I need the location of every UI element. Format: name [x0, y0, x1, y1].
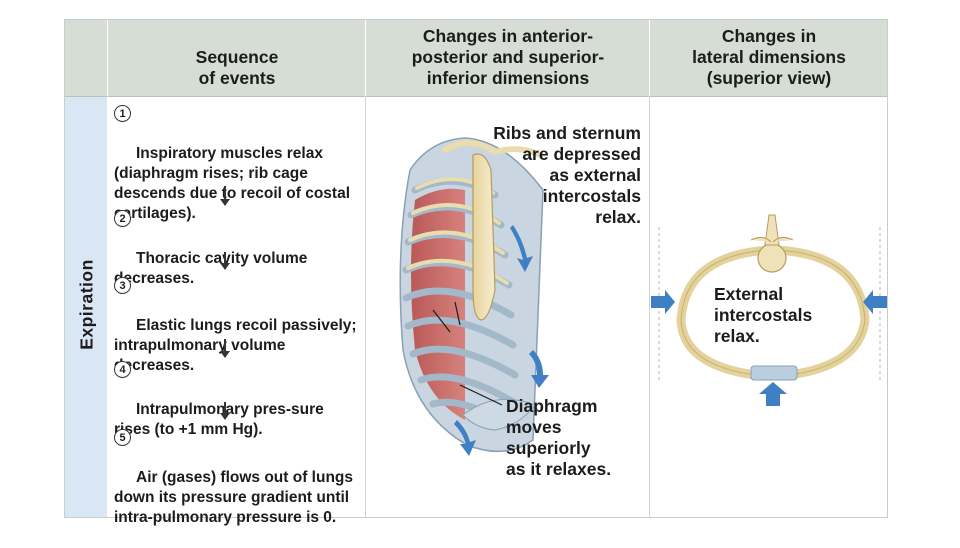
header-ap-text: Changes in anterior- posterior and super…	[411, 26, 605, 88]
annotation-diaphragm: Diaphragm moves superiorly as it relaxes…	[506, 396, 612, 479]
step-text: Inspiratory muscles relax (diaphragm ris…	[114, 145, 351, 222]
leader-line	[459, 384, 503, 406]
header-lateral-text: Changes in lateral dimensions (superior …	[692, 26, 846, 88]
upward-arrow	[759, 382, 787, 406]
header-sequence: Sequence of events	[107, 20, 365, 97]
sternum-shape	[472, 153, 496, 321]
step-4: 4 Intrapulmonary pres-sure rises (to +1 …	[114, 360, 359, 460]
sequence-arrow	[220, 252, 230, 270]
step-text: Air (gases) flows out of lungs down its …	[114, 469, 354, 526]
step-2: 2 Thoracic cavity volume decreases.	[114, 209, 359, 309]
vertebra-body	[757, 243, 787, 273]
inward-arrow-right	[863, 290, 887, 314]
rib-depression-arrow	[510, 225, 533, 272]
sequence-arrow	[220, 186, 230, 206]
lateral-arrows	[651, 290, 887, 406]
column-divider	[365, 97, 366, 517]
transverse-process	[750, 236, 794, 243]
annotation-ribs: Ribs and sternum are depressed as extern…	[493, 123, 641, 227]
expiration-band	[65, 97, 107, 517]
header-lateral: Changes in lateral dimensions (superior …	[649, 20, 887, 97]
step-number: 2	[114, 210, 131, 227]
header-sequence-text: Sequence of events	[195, 47, 279, 88]
diaphragm-arrow	[454, 420, 476, 456]
header-anterior-posterior: Changes in anterior- posterior and super…	[365, 20, 649, 97]
leader-line	[432, 309, 451, 333]
spinous-process	[764, 214, 780, 246]
header-corner	[65, 20, 107, 97]
step-1: 1 Inspiratory muscles relax (diaphragm r…	[114, 104, 359, 244]
intercostal-muscle-shape	[411, 188, 465, 420]
step-text: Elastic lungs recoil passively; intrapul…	[114, 317, 357, 374]
illustration-layer	[399, 137, 887, 456]
step-number: 5	[114, 429, 131, 446]
step-number: 4	[114, 361, 131, 378]
inward-arrow-left	[651, 290, 675, 314]
clavicle-shape	[492, 146, 543, 158]
diaphragm-shape	[462, 398, 536, 431]
step-text: Thoracic cavity volume decreases.	[114, 250, 308, 287]
step-number: 3	[114, 277, 131, 294]
sequence-arrow	[220, 402, 230, 420]
movement-arrows	[454, 225, 549, 456]
figure-frame: Sequence of events Changes in anterior- …	[64, 19, 888, 526]
leader-line	[454, 301, 461, 326]
clavicle-shape	[442, 140, 498, 155]
rib-cage-illustration	[399, 137, 544, 453]
lateral-rib-illustration	[658, 214, 881, 381]
step-5: 5 Air (gases) flows out of lungs down it…	[114, 428, 359, 548]
step-3: 3 Elastic lungs recoil passively; intrap…	[114, 276, 359, 396]
column-divider	[649, 97, 650, 517]
sequence-arrow	[220, 339, 230, 358]
annotation-lateral: External intercostals relax.	[714, 284, 813, 346]
step-text: Intrapulmonary pres-sure rises (to +1 mm…	[114, 401, 324, 438]
rib-depression-arrow	[529, 350, 549, 388]
step-number: 1	[114, 105, 131, 122]
sternum-cross-section	[750, 365, 798, 381]
